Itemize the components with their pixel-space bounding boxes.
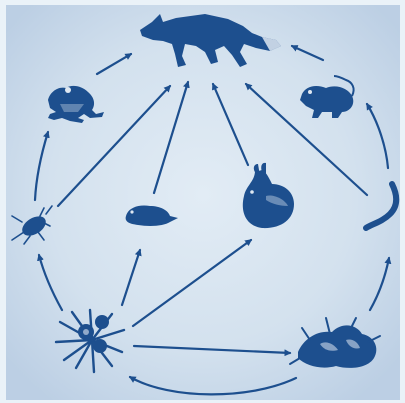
food-web-diagram (0, 0, 405, 403)
food-web-canvas (0, 0, 405, 403)
